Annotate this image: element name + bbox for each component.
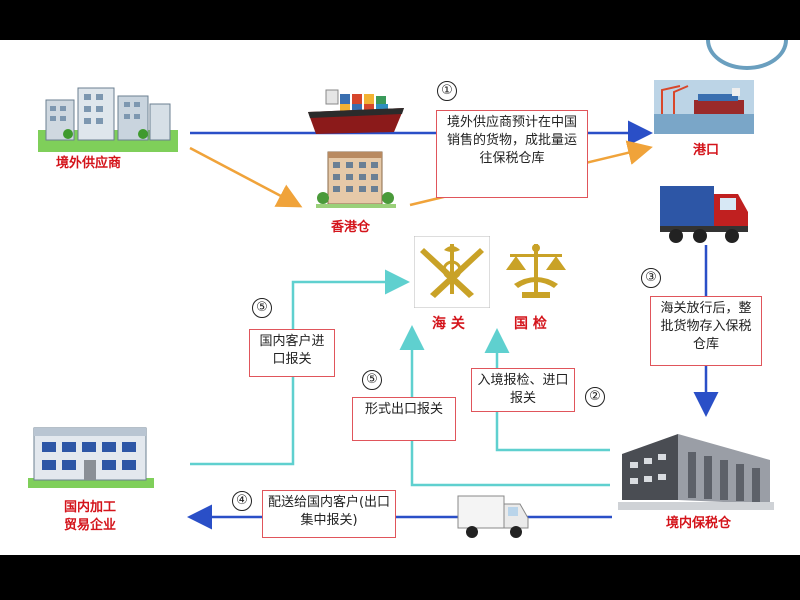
step2-number: ② <box>585 385 605 407</box>
truck-icon <box>660 186 748 243</box>
domestic-enterprise-label-line1: 国内加工 <box>64 500 117 515</box>
domestic-enterprise-label-line2: 贸易企业 <box>64 518 117 533</box>
step5b-number: ⑤ <box>362 368 382 390</box>
step5a-box: 国内客户进口报关 <box>249 329 335 377</box>
customs-emblem-icon <box>414 236 490 308</box>
step5a-number: ⑤ <box>252 296 272 318</box>
factory-building-icon <box>28 427 154 488</box>
step3-number: ③ <box>641 266 661 288</box>
step2-box: 入境报检、进口报关 <box>471 368 575 412</box>
bonded-warehouse-label: 境内保税仓 <box>666 516 732 531</box>
warehouse-building-icon <box>316 151 396 208</box>
hk-warehouse-label: 香港仓 <box>331 220 371 235</box>
delivery-van-icon <box>457 495 529 538</box>
arrow-supplier-to-hk <box>189 146 303 208</box>
step1-number: ① <box>437 79 457 101</box>
inspection-emblem-icon <box>506 244 566 298</box>
port-label: 港口 <box>693 143 720 158</box>
diagram-canvas: 境外供应商 香港仓 ① 境外供应商预计在中国销售的货物，成批量运往保税仓库 <box>0 40 800 555</box>
arrow-bonded-to-customs-export <box>399 325 610 487</box>
bonded-warehouse-icon <box>618 434 774 510</box>
office-building-icon <box>38 87 178 152</box>
port-cranes-icon <box>654 80 754 134</box>
customs-label: 海 关 <box>432 316 465 332</box>
step4-box: 配送给国内客户(出口集中报关) <box>262 490 396 538</box>
step4-number: ④ <box>232 489 252 511</box>
inspection-label: 国 检 <box>514 316 547 332</box>
step5b-box: 形式出口报关 <box>352 397 456 441</box>
step1-box: 境外供应商预计在中国销售的货物，成批量运往保税仓库 <box>436 110 588 198</box>
container-ship-icon <box>308 89 404 134</box>
step3-box: 海关放行后，整批货物存入保税仓库 <box>650 296 762 366</box>
overseas-supplier-label: 境外供应商 <box>56 156 122 171</box>
